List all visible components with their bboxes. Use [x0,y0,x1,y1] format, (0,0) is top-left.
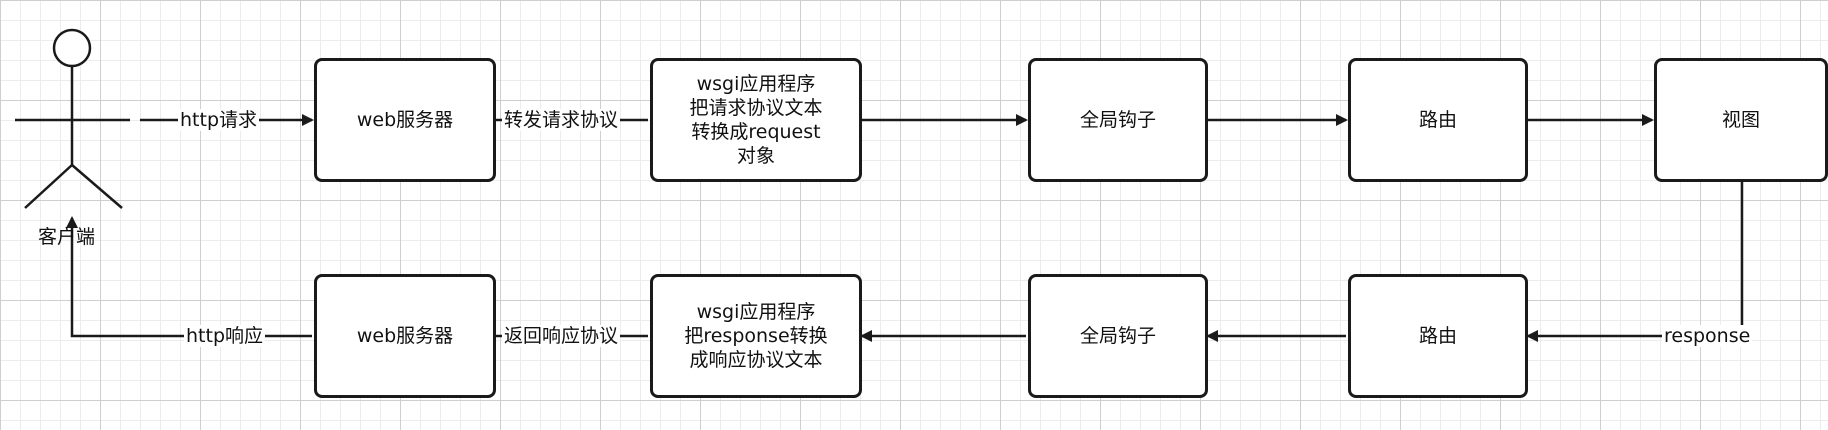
actor-right-leg [71,164,123,209]
actor-figure [15,28,130,209]
top-global-hooks-node: 全局钩子 [1028,58,1208,182]
actor-left-leg [24,164,73,209]
bottom-wsgi-app-node: wsgi应用程序 把response转换 成响应协议文本 [650,274,862,398]
bottom-global-hooks-node: 全局钩子 [1028,274,1208,398]
edge-label-http-response: http响应 [184,325,266,347]
actor-head [52,28,92,68]
edge-label-return-response-protocol: 返回响应协议 [502,325,621,347]
edge-label-response: response [1662,325,1753,347]
actor-label: 客户端 [38,226,96,248]
edge-label-forward-request-protocol: 转发请求协议 [502,109,621,131]
bottom-router-node: 路由 [1348,274,1528,398]
edge-response [1526,182,1744,342]
top-wsgi-app-node: wsgi应用程序 把请求协议文本 转换成request 对象 [650,58,862,182]
bottom-web-server-node: web服务器 [314,274,496,398]
view-node: 视图 [1654,58,1828,182]
top-router-node: 路由 [1348,58,1528,182]
top-web-server-node: web服务器 [314,58,496,182]
edge-label-http-request: http请求 [178,109,260,131]
edge-http-response [66,216,312,338]
